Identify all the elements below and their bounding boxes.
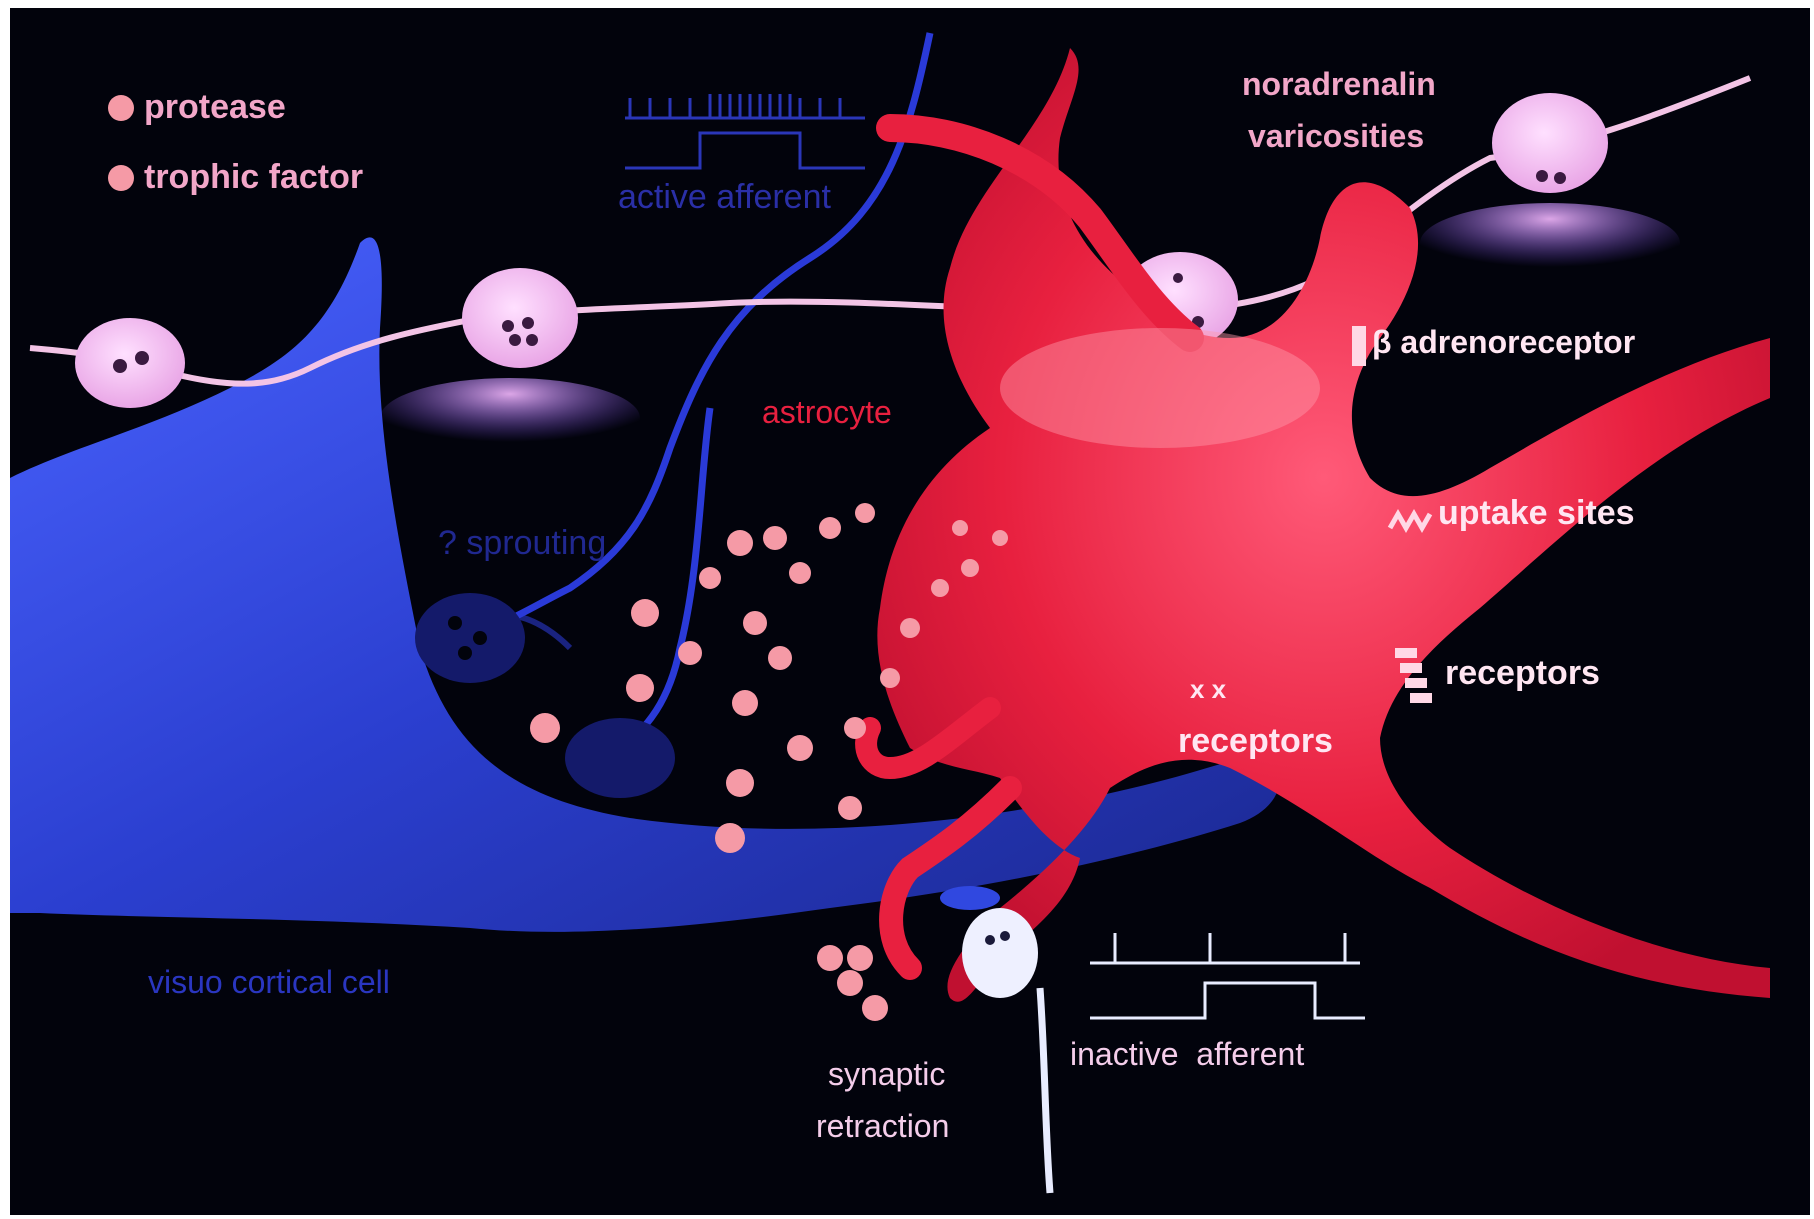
legend-trophic-factor-label: trophic factor <box>144 158 363 197</box>
receptor-marks-xx: x x <box>1190 676 1226 702</box>
label-receptors-right: receptors <box>1445 656 1600 690</box>
label-beta-adrenoreceptor: β adrenoreceptor <box>1372 326 1635 358</box>
protease-dot-icon <box>108 95 134 121</box>
label-sprouting: ? sprouting <box>438 526 606 560</box>
label-retraction: retraction <box>816 1110 949 1142</box>
legend-protease-label: protease <box>144 88 286 127</box>
label-noradrenalin: noradrenalin <box>1242 68 1436 100</box>
inactive-afferent-spike-train <box>1090 933 1365 1018</box>
active-afferent-spike-train <box>625 94 865 168</box>
label-active-afferent: active afferent <box>618 180 831 214</box>
label-visuo-cortical-cell: visuo cortical cell <box>148 966 390 998</box>
legend-protease: protease <box>108 88 286 127</box>
label-receptors-center: receptors <box>1178 724 1333 758</box>
label-uptake-sites: uptake sites <box>1438 496 1635 530</box>
legend-trophic-factor: trophic factor <box>108 158 363 197</box>
diagram-frame: protease trophic factor noradrenalin var… <box>10 8 1810 1215</box>
label-astrocyte: astrocyte <box>762 396 892 428</box>
label-inactive-afferent: inactive afferent <box>1070 1038 1304 1070</box>
trophic-factor-dot-icon <box>108 165 134 191</box>
label-synaptic: synaptic <box>828 1058 945 1090</box>
label-varicosities: varicosities <box>1248 120 1424 152</box>
inactive-afferent-terminal <box>940 886 1050 1193</box>
